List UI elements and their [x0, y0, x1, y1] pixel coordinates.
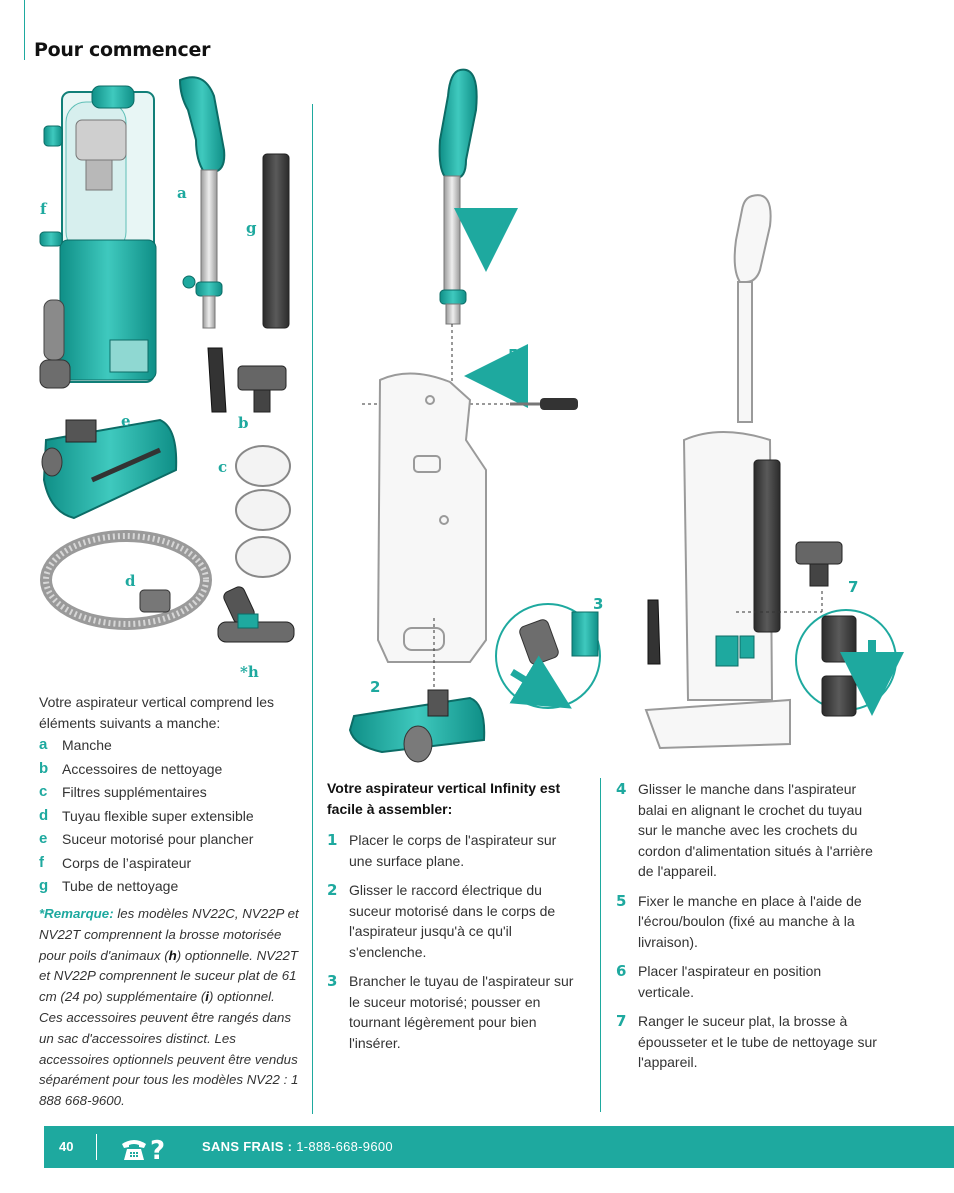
footer-bar: 40 ? SANS FRAIS : 1-888-668-9600 — [44, 1126, 954, 1168]
step-number: 1 — [327, 831, 338, 849]
list-item: 3 Brancher le tuyau de l'aspirateur sur l… — [327, 971, 577, 1053]
handle-illustration — [178, 76, 226, 329]
step-text: Glisser le manche dans l'aspirateur bala… — [638, 781, 873, 879]
illustration-step-2: 2 — [370, 678, 381, 696]
illustration-step-3: 3 — [593, 595, 604, 613]
part-label: Manche — [62, 737, 112, 753]
part-label-c: c — [218, 458, 228, 476]
list-item: c Filtres supplémentaires — [39, 781, 309, 805]
phone-help-icon: ? — [122, 1136, 165, 1162]
list-item: g Tube de nettoyage — [39, 875, 309, 899]
list-item: 1 Placer le corps de l'aspirateur sur une… — [327, 830, 577, 871]
step-number: 7 — [616, 1012, 627, 1030]
part-label-e: e — [121, 412, 131, 430]
remark-text: ) optionnelle. NV22T et NV22P comprennen… — [39, 947, 299, 1005]
part-key: f — [39, 853, 44, 871]
list-item: 5 Fixer le manche en place à l'aide de l'… — [616, 891, 878, 953]
part-label-g: g — [246, 219, 257, 237]
step3-hose-connection-inset — [495, 603, 601, 709]
list-item: 2 Glisser le raccord électrique du suceur… — [327, 880, 577, 962]
step-text: Placer le corps de l'aspirateur sur une … — [349, 832, 557, 869]
step-number: 6 — [616, 962, 627, 980]
list-item: 7 Ranger le suceur plat, la brosse à épou… — [616, 1011, 878, 1073]
step7-storage-illustration — [647, 541, 904, 717]
assembly-steps-right: 4 Glisser le manche dans l'aspirateur bal… — [616, 779, 878, 1082]
page-number: 40 — [59, 1139, 74, 1154]
list-item: a Manche — [39, 734, 309, 758]
remark-prefix: *Remarque: — [39, 906, 114, 921]
part-key: g — [39, 877, 49, 894]
toll-free-number[interactable]: 1-888-668-9600 — [296, 1139, 393, 1154]
part-key: d — [39, 806, 49, 824]
part-label-b: b — [238, 414, 249, 432]
svg-text:?: ? — [150, 1136, 165, 1162]
parts-list: a Manche b Accessoires de nettoyage c Filtr… — [39, 734, 309, 899]
cleaning-tube-illustration — [262, 153, 290, 329]
flexible-hose-illustration — [40, 530, 212, 630]
step-text: Glisser le raccord électrique du suceur … — [349, 882, 556, 960]
step-number: 2 — [327, 881, 338, 899]
part-label-d: d — [125, 572, 136, 590]
remark-text: ) optionnel. Ces accessoires peuvent êtr… — [39, 989, 299, 1109]
step-text: Placer l'aspirateur en position vertical… — [638, 963, 822, 1000]
step2-nozzle-illustration — [348, 618, 486, 763]
column-divider-left — [312, 104, 313, 1114]
step-text: Ranger le suceur plat, la brosse à épous… — [638, 1013, 877, 1070]
assembly-steps-left: 1 Placer le corps de l'aspirateur sur une… — [327, 830, 577, 1062]
assembly-heading: Votre aspirateur vertical Infinity est f… — [327, 780, 561, 817]
cleaning-tools-illustration — [207, 347, 287, 413]
part-key: b — [39, 759, 49, 777]
list-item: d Tuyau flexible super extensible — [39, 805, 309, 829]
list-item: f Corps de l’aspirateur — [39, 852, 309, 876]
list-item: e Suceur motorisé pour plancher — [39, 828, 309, 852]
page-edge-line — [24, 0, 25, 60]
step-number: 5 — [616, 891, 627, 910]
pet-hair-brush-illustration — [217, 586, 295, 643]
vacuum-body-illustration — [39, 85, 157, 389]
part-label: Corps de l’aspirateur — [62, 854, 192, 871]
toll-free: SANS FRAIS : 1-888-668-9600 — [202, 1139, 393, 1154]
remark-letter-h: h — [168, 947, 177, 963]
parts-and-assembly-illustration — [39, 68, 904, 763]
stored-cleaning-tube-illustration — [753, 459, 781, 633]
step-number: 4 — [616, 780, 627, 798]
part-label: Accessoires de nettoyage — [62, 760, 223, 777]
filters-illustration — [235, 445, 291, 578]
part-label: Suceur motorisé pour plancher — [62, 831, 254, 847]
step-text: Brancher le tuyau de l'aspirateur sur le… — [349, 973, 574, 1051]
step4-handle-illustration — [438, 68, 518, 382]
page-title: Pour commencer — [34, 39, 211, 61]
part-label-a: a — [177, 184, 187, 202]
step-number: 3 — [327, 972, 338, 990]
list-item: 4 Glisser le manche dans l'aspirateur bal… — [616, 779, 878, 882]
illustration-step-4: 4 — [497, 218, 508, 236]
footer-divider — [96, 1134, 97, 1160]
column-divider-right — [600, 778, 601, 1112]
step5-screw-illustration — [362, 344, 578, 410]
remark-letter-i: i — [205, 989, 209, 1005]
assembly-body-illustration — [376, 372, 487, 663]
part-key: c — [39, 783, 48, 800]
part-label: Tube de nettoyage — [62, 878, 179, 894]
part-key: e — [39, 830, 48, 847]
illustration-step-7: 7 — [848, 578, 859, 596]
part-key: a — [39, 736, 48, 753]
toll-free-label: SANS FRAIS : — [202, 1139, 293, 1154]
step-text: Fixer le manche en place à l'aide de l'é… — [638, 892, 862, 950]
remark-text: les modèles NV22C, NV22P et NV22T compre… — [39, 906, 299, 963]
list-item: b Accessoires de nettoyage — [39, 758, 309, 782]
part-label: Tuyau flexible super extensible — [62, 807, 254, 824]
power-nozzle-illustration — [41, 418, 178, 520]
parts-intro: Votre aspirateur vertical comprend les é… — [39, 694, 274, 731]
part-label-f: f — [40, 200, 47, 218]
part-label: Filtres supplémentaires — [62, 784, 207, 800]
part-label-h: *h — [240, 663, 259, 681]
illustration-step-5: 5 — [508, 346, 519, 364]
remark-note: *Remarque: les modèles NV22C, NV22P et N… — [39, 904, 301, 1112]
list-item: 6 Placer l'aspirateur en position vertica… — [616, 961, 878, 1002]
